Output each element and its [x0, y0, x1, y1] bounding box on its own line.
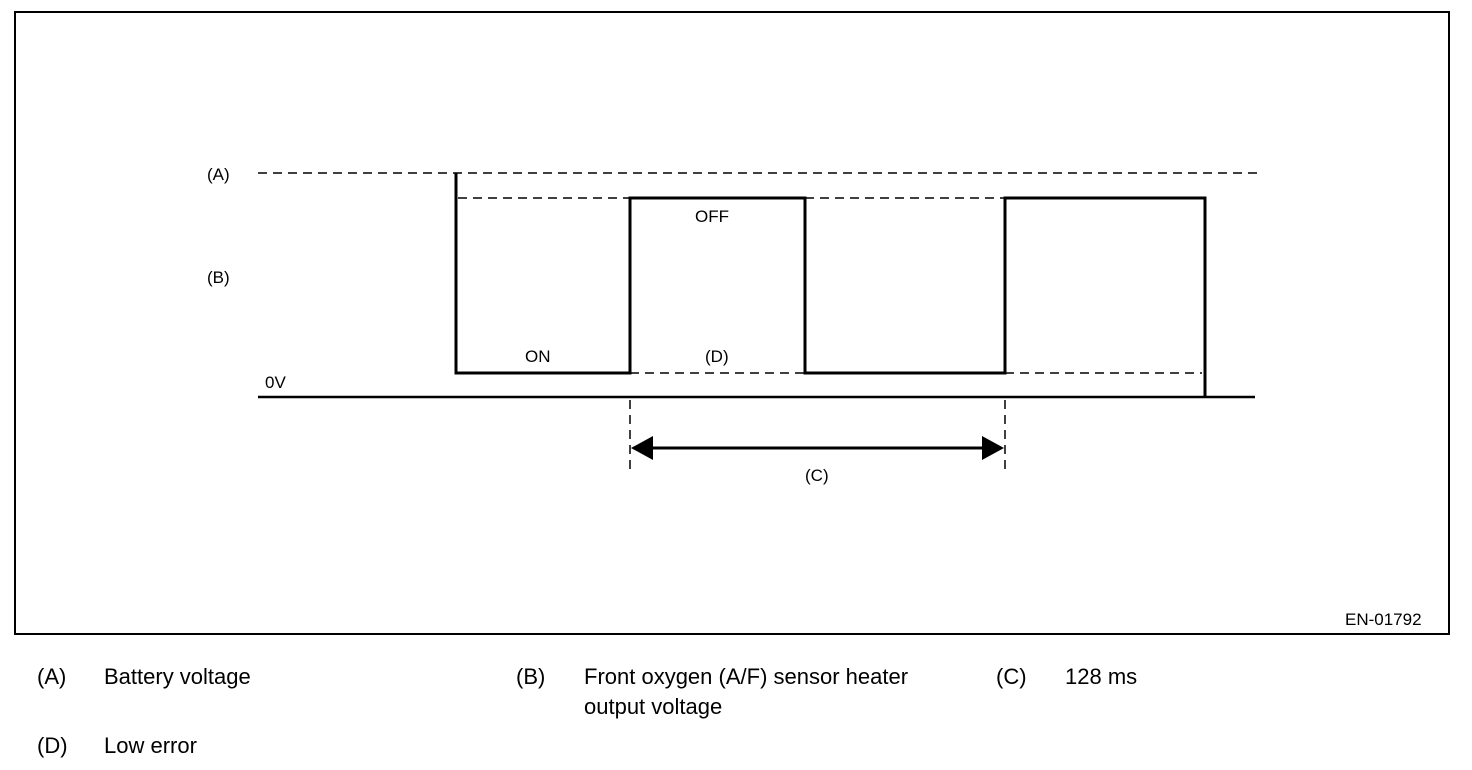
legend-key-b: (B) — [516, 664, 546, 689]
period-arrow-left-head — [631, 436, 653, 460]
label-b: (B) — [207, 268, 230, 287]
period-arrow-right-head — [982, 436, 1004, 460]
figure-id: EN-01792 — [1345, 610, 1422, 629]
label-d: (D) — [705, 347, 729, 366]
label-a: (A) — [207, 165, 230, 184]
label-c: (C) — [805, 466, 829, 485]
heater-output-waveform — [454, 173, 1207, 397]
legend-text-b: Front oxygen (A/F) sensor heater output … — [584, 664, 909, 719]
label-on: ON — [525, 347, 551, 366]
legend-key-c: (C) — [996, 664, 1027, 689]
legend-text-d: Low error — [104, 733, 197, 758]
legend-text-a: Battery voltage — [104, 664, 251, 689]
legend-text-c: 128 ms — [1065, 664, 1138, 689]
legend-key-a: (A) — [37, 664, 67, 689]
label-zero-volt: 0V — [265, 373, 286, 392]
legend-key-d: (D) — [37, 733, 68, 758]
diagram-frame — [14, 11, 1450, 635]
label-off: OFF — [695, 207, 729, 226]
